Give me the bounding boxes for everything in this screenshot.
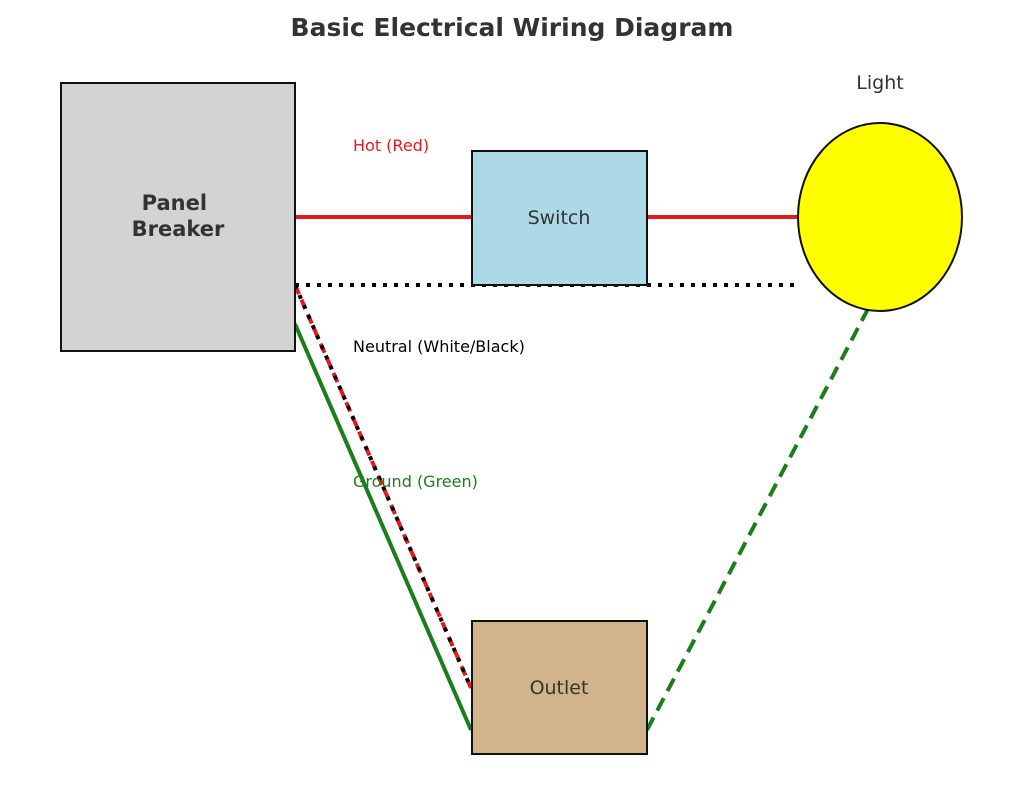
light-circle bbox=[797, 122, 963, 312]
neutral-wire-panel-to-outlet bbox=[293, 284, 473, 689]
outlet-label: Outlet bbox=[530, 677, 589, 699]
hot-wire-panel-to-outlet bbox=[293, 284, 473, 689]
ground-wire-outlet-to-light bbox=[645, 285, 882, 731]
panel-label-line2: Breaker bbox=[132, 217, 225, 241]
panel-label-line1: Panel bbox=[142, 191, 207, 215]
switch-label: Switch bbox=[528, 207, 591, 229]
neutral-wire-label: Neutral (White/Black) bbox=[353, 337, 525, 356]
diagram-title: Basic Electrical Wiring Diagram bbox=[291, 13, 734, 42]
ground-wire-panel-to-outlet bbox=[293, 323, 473, 731]
panel-breaker-box bbox=[60, 82, 296, 352]
switch-box bbox=[471, 150, 648, 286]
light-label: Light bbox=[856, 72, 903, 94]
outlet-box bbox=[471, 620, 648, 755]
panel-breaker-label: Panel Breaker bbox=[132, 191, 225, 241]
ground-wire-label: Ground (Green) bbox=[353, 472, 478, 491]
hot-wire-label: Hot (Red) bbox=[353, 136, 429, 155]
